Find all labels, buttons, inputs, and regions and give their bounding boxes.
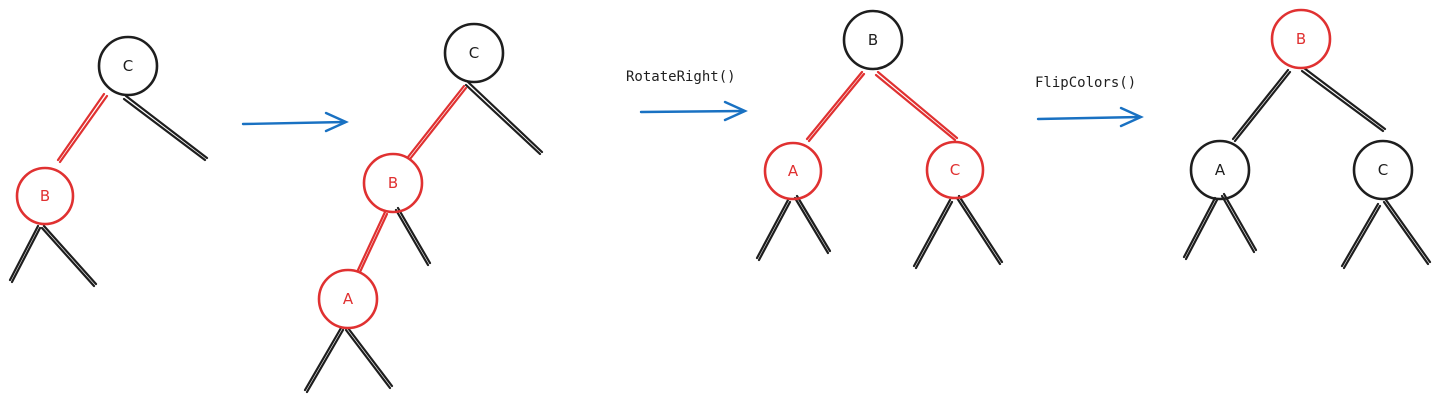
node-c-label: C [469, 44, 479, 62]
tree-step-3: B A C [755, 9, 1004, 270]
edge-c-right-subtree [464, 80, 544, 156]
arrow-2-shaft [639, 109, 746, 114]
node-c-label: C [123, 57, 133, 75]
edge-c-right-subtree [122, 94, 209, 162]
node-a [1189, 139, 1251, 201]
node-b [842, 9, 904, 71]
node-a-label: A [788, 162, 799, 180]
edge-a-left-subtree [1182, 196, 1219, 261]
edge-a-left-subtree [303, 326, 345, 394]
edge-c-right-subtree [955, 194, 1004, 266]
transition-arrow-2: RotateRight() [626, 69, 748, 122]
node-b-label: B [388, 174, 398, 192]
tree-step-1: C B [8, 35, 209, 288]
arrow-1-shaft [241, 120, 347, 126]
node-b [15, 166, 75, 226]
arrow-3-shaft [1036, 115, 1142, 121]
edge-b-right-subtree [40, 224, 98, 288]
edge-b-c [874, 70, 959, 142]
node-a [317, 268, 379, 330]
node-b-label: B [868, 31, 878, 49]
node-a-label: A [1215, 161, 1226, 179]
edge-a-right-subtree [344, 326, 394, 390]
edge-b-a [805, 70, 866, 143]
edge-b-a [1231, 68, 1292, 143]
node-c [97, 35, 159, 97]
transition-arrow-1 [241, 111, 349, 133]
node-b [362, 152, 424, 214]
tree-step-4: B A C [1182, 8, 1432, 270]
node-b [1270, 8, 1332, 70]
edge-a-right-subtree [1220, 192, 1258, 254]
flip-colors-label: FlipColors() [1035, 75, 1136, 91]
node-b-label: B [40, 187, 50, 205]
node-c-label: C [950, 161, 960, 179]
node-a-label: A [343, 290, 354, 308]
edge-c-left-subtree [912, 198, 954, 270]
edge-c-left-subtree [1340, 202, 1382, 270]
rotate-right-label: RotateRight() [626, 69, 736, 85]
tree-step-2: C B A [303, 22, 544, 394]
node-a [763, 141, 823, 201]
edge-a-left-subtree [755, 198, 792, 262]
arrow-3-head [1119, 106, 1144, 128]
arrow-1-head [324, 111, 349, 133]
edge-b-left-subtree [8, 224, 42, 284]
edge-b-a [356, 210, 389, 274]
node-c [925, 140, 985, 200]
arrow-2-head [723, 100, 748, 122]
node-b-label: B [1296, 30, 1306, 48]
node-c-label: C [1378, 161, 1388, 179]
edge-b-right-subtree [394, 206, 432, 267]
edge-a-right-subtree [793, 194, 832, 255]
edge-c-right-subtree [1382, 198, 1432, 266]
transition-arrow-3: FlipColors() [1035, 75, 1144, 128]
edge-c-b [56, 92, 109, 164]
edge-c-b [406, 84, 468, 161]
node-c [443, 22, 505, 84]
node-c [1352, 139, 1414, 201]
edge-b-c [1300, 66, 1387, 133]
